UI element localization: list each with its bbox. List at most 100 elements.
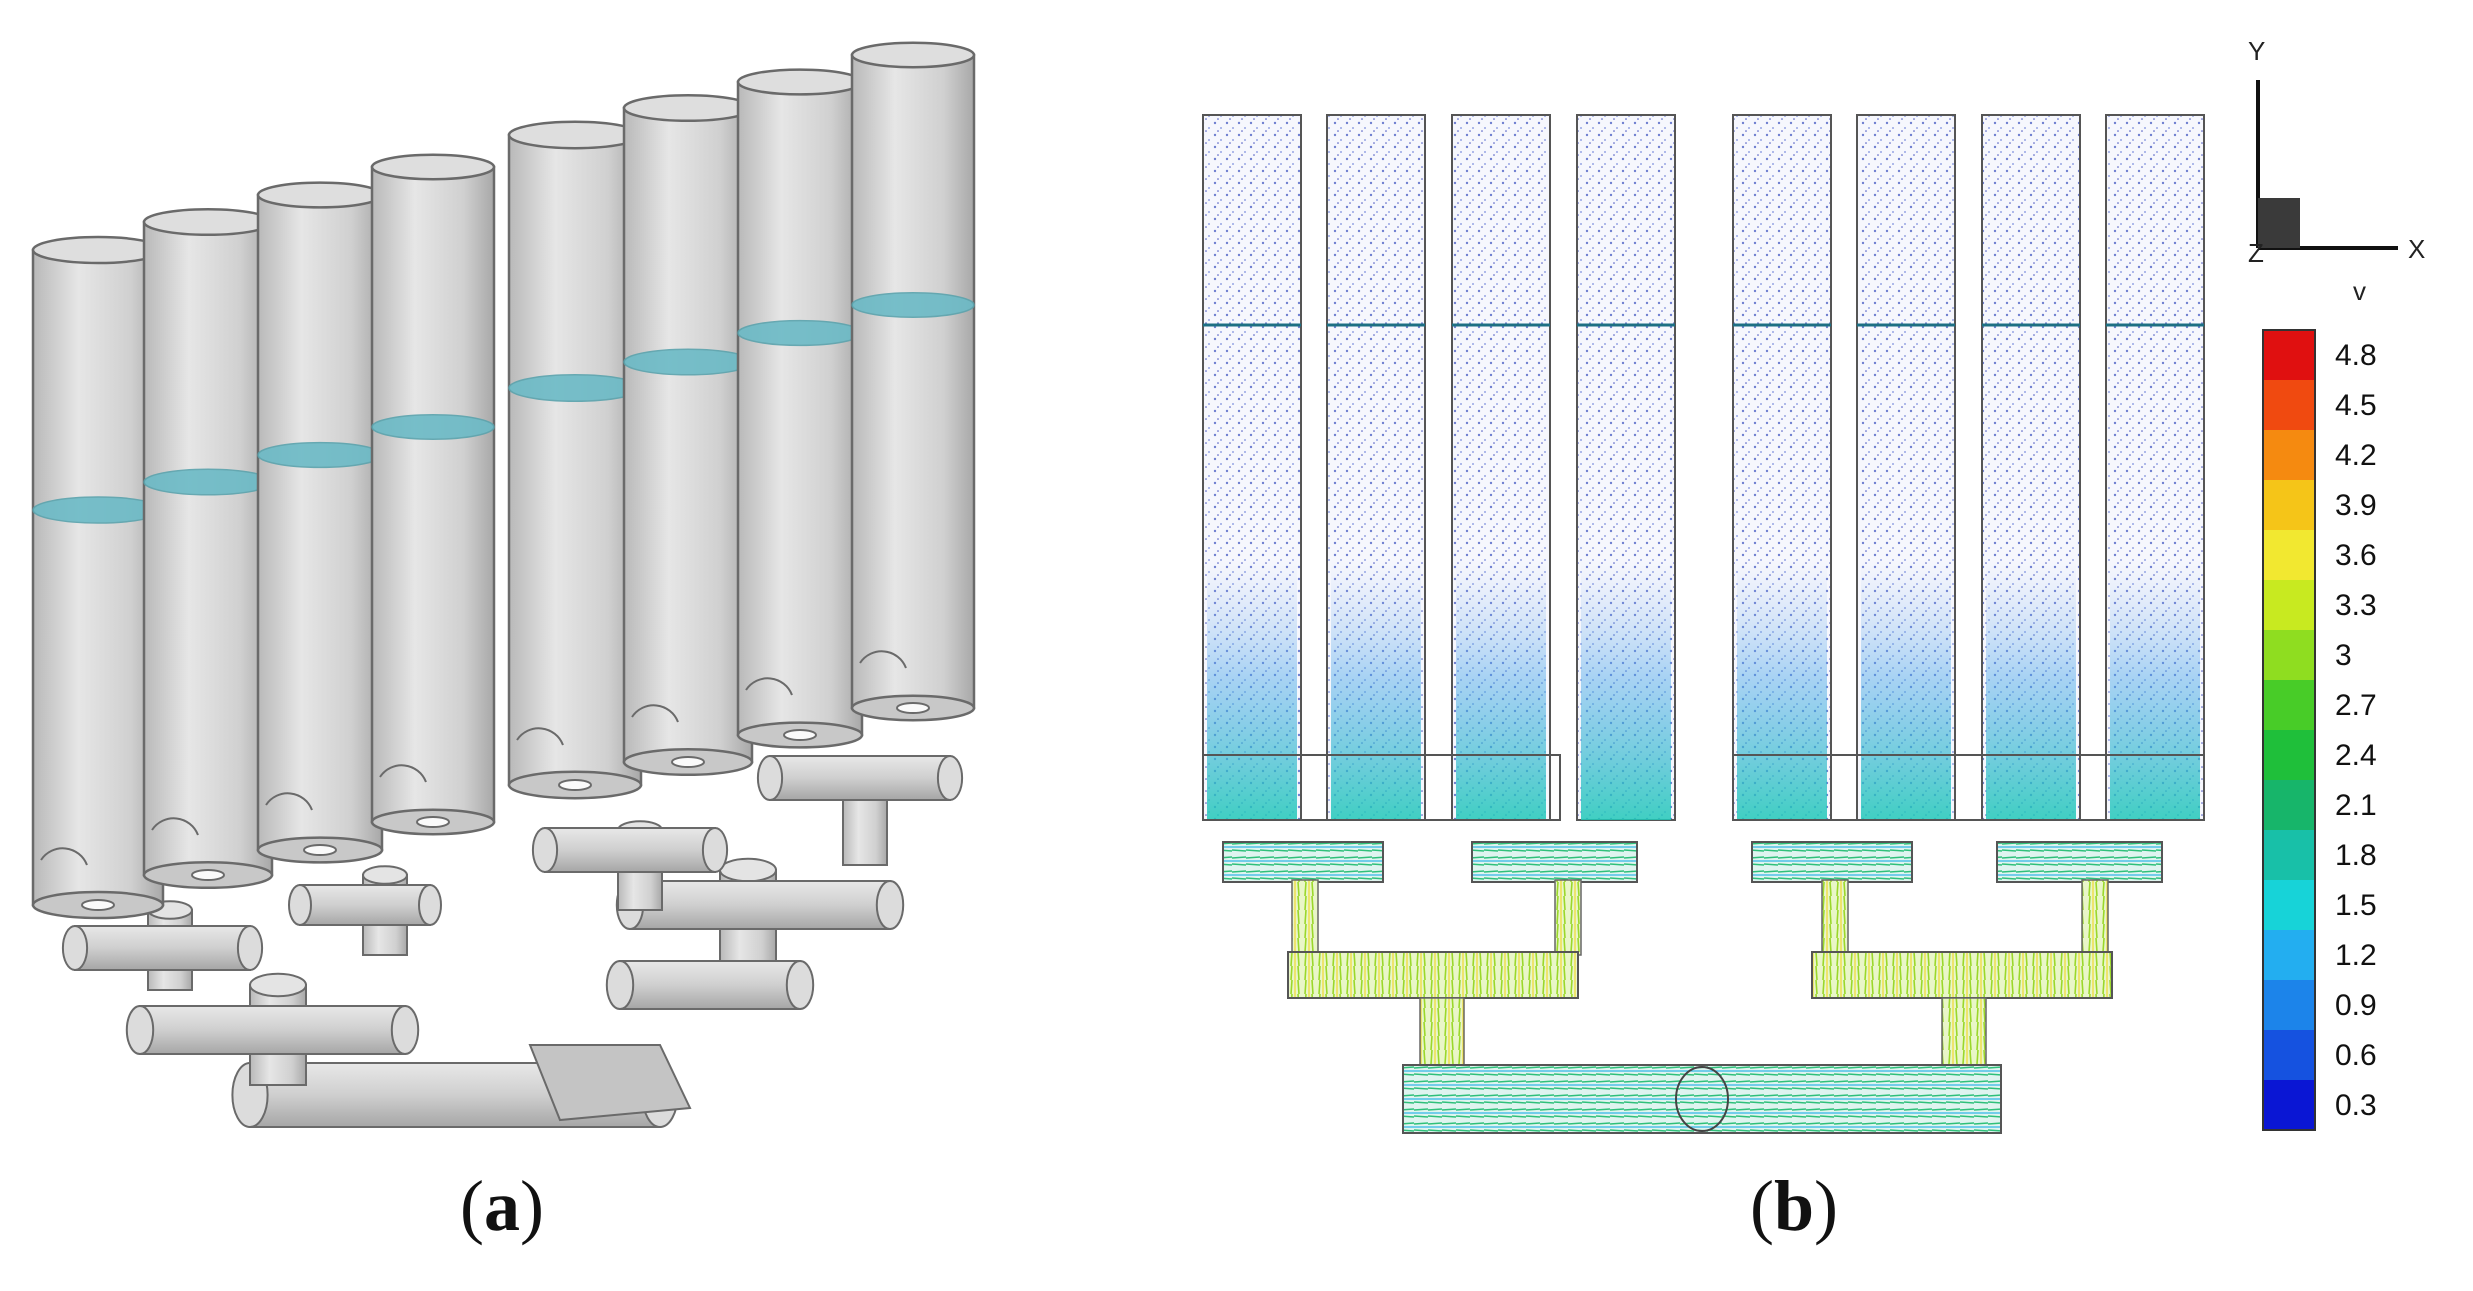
tank-top: [507, 120, 643, 150]
cfd-tank-1: [1202, 114, 1302, 821]
velocity-plume: [1207, 560, 1297, 820]
tank-body: [622, 106, 754, 764]
legend-swatch-2: [2263, 380, 2315, 430]
tank-top: [256, 181, 384, 209]
tank-top: [736, 68, 864, 96]
tank-elbow-outline: [631, 704, 679, 723]
tank-body: [31, 248, 165, 907]
tank-elbow-outline: [40, 847, 88, 866]
cfd-riser-4: [2081, 879, 2109, 956]
legend-swatch-16: [2263, 1080, 2315, 1130]
legend-frame: [2262, 329, 2316, 1131]
legend-tick-label: 3: [2335, 639, 2352, 672]
legend-swatch-10: [2263, 780, 2315, 830]
branch-pipe-right-upper-end-right: [875, 880, 905, 930]
branch-pipe-right: [619, 960, 801, 1010]
tank-body: [370, 165, 496, 824]
branch-pipe-right-end-left: [605, 960, 635, 1010]
cfd-tank-5: [1732, 114, 1832, 821]
tank-elbow-outline: [745, 677, 793, 696]
sub-branch-pipe-1: [74, 925, 251, 971]
water-surface: [851, 292, 975, 318]
axis-z-label: Z: [2248, 238, 2264, 268]
sub-branch-pipe-4: [769, 755, 951, 801]
cfd-riser-3: [1821, 879, 1849, 956]
tank-top: [622, 93, 754, 123]
branch-box-1: [1222, 841, 1384, 883]
tank-elbow-outline: [265, 792, 313, 811]
velocity-plume: [2110, 560, 2200, 820]
cfd-riser-1: [1291, 879, 1319, 956]
legend-swatch-11: [2263, 830, 2315, 880]
branch-pipe-right-end-right: [785, 960, 815, 1010]
legend-tick-label: 1.2: [2335, 939, 2377, 972]
cfd-tank-7: [1981, 114, 2081, 821]
cfd-riser-2: [1554, 879, 1582, 956]
tank-1: [31, 235, 165, 920]
sub-branch-pipe-3-end-left: [531, 827, 559, 873]
velocity-field-plot: [1202, 114, 2205, 1134]
cfd-tank-3: [1451, 114, 1551, 821]
velocity-color-legend: 4.84.54.23.93.63.332.72.42.11.81.51.20.9…: [2262, 329, 2377, 1131]
sub-branch-pipe-4-end-left: [756, 755, 784, 801]
cfd-bottom-band-2: [1732, 754, 2205, 821]
water-surface: [143, 468, 273, 496]
tank-3: [256, 181, 384, 864]
sub-branch-pipe-1-end-right: [236, 925, 264, 971]
branch-pipe-left-end-left: [125, 1005, 155, 1055]
panel-label-b: (b): [1750, 1166, 1839, 1246]
branch-box-3: [1751, 841, 1913, 883]
legend-swatch-5: [2263, 530, 2315, 580]
sub-branch-pipe-2-end-right: [418, 884, 442, 926]
legend-tick-label: 3.6: [2335, 539, 2377, 572]
sub-branch-pipe-3: [544, 827, 716, 873]
mid-header-1: [1287, 951, 1579, 999]
legend-tick-label: 4.5: [2335, 389, 2377, 422]
tank-body: [850, 53, 976, 710]
panel-label-a: (a): [460, 1166, 544, 1246]
legend-swatch-8: [2263, 680, 2315, 730]
cfd-tank-4: [1576, 114, 1676, 821]
legend-tick-label: 1.8: [2335, 839, 2377, 872]
velocity-plume: [1861, 560, 1951, 820]
tank-top: [142, 207, 274, 237]
legend-swatch-1: [2263, 330, 2315, 380]
tank-elbow-outline: [379, 764, 427, 783]
axis-y-label: Y: [2248, 36, 2265, 66]
sub-branch-pipe-3-end-right: [701, 827, 729, 873]
tank-top: [370, 153, 496, 181]
legend-swatch-14: [2263, 980, 2315, 1030]
legend-tick-label: 0.6: [2335, 1039, 2377, 1072]
riser-left-pipe-top: [249, 972, 307, 998]
legend-tick-label: 2.7: [2335, 689, 2377, 722]
tank-2: [142, 207, 274, 890]
water-surface: [737, 319, 863, 347]
outlet-branch: [528, 1044, 692, 1122]
tank-elbow-outline: [516, 727, 564, 746]
sub-branch-pipe-1-end-left: [61, 925, 89, 971]
legend-variable-label: v: [2353, 276, 2366, 306]
branch-box-4: [1996, 841, 2163, 883]
sub-riser-pipe-2-top: [362, 865, 408, 885]
tank-body: [507, 133, 643, 787]
velocity-plume: [1456, 560, 1546, 820]
velocity-plume: [1331, 560, 1421, 820]
tank-outlet-hole: [191, 869, 225, 881]
water-surface: [257, 441, 383, 469]
legend-tick-label: 0.3: [2335, 1089, 2377, 1122]
tank-5: [507, 120, 643, 800]
branch-pipe-left: [139, 1005, 406, 1055]
velocity-plume: [1986, 560, 2076, 820]
legend-swatch-9: [2263, 730, 2315, 780]
legend-tick-label: 0.9: [2335, 989, 2377, 1022]
mid-header-2: [1811, 951, 2113, 999]
legend-swatch-7: [2263, 630, 2315, 680]
velocity-plume: [1581, 560, 1671, 820]
legend-tick-label: 1.5: [2335, 889, 2377, 922]
tank-outlet-hole: [303, 844, 337, 856]
tank-4: [370, 153, 496, 836]
riser-right-pipe-top: [719, 857, 777, 883]
tank-body: [142, 220, 274, 877]
tank-outlet-hole: [416, 816, 450, 828]
